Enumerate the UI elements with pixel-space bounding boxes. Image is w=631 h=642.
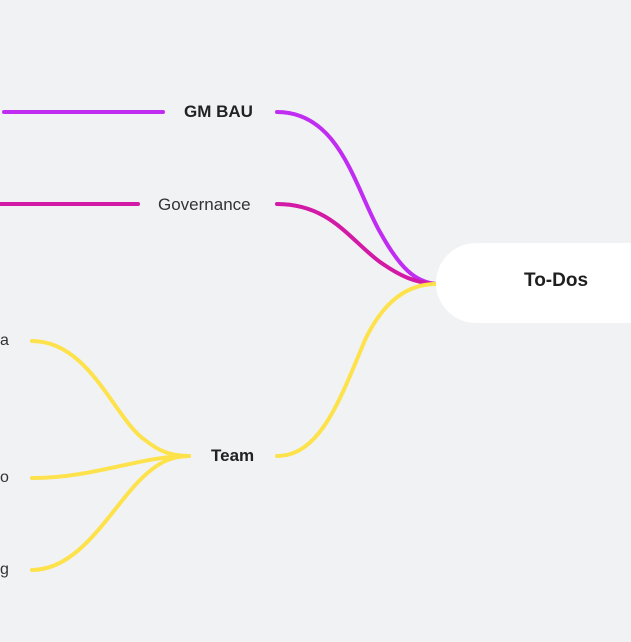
- team-child-node-1[interactable]: a: [0, 332, 9, 349]
- root-node-label: To-Dos: [524, 270, 589, 291]
- root-node-to-dos[interactable]: To-Dos: [436, 243, 631, 323]
- connector-team-child-3: [30, 454, 191, 572]
- branch-node-gm-bau[interactable]: GM BAU: [184, 102, 253, 121]
- connector-gm-bau-to-root: [275, 110, 438, 286]
- connector-governance-to-root: [275, 202, 438, 286]
- team-child-node-2[interactable]: o: [0, 469, 9, 486]
- connector-team-child-1: [30, 339, 191, 458]
- branch-node-governance[interactable]: Governance: [158, 195, 251, 214]
- connector-team-to-root: [275, 282, 438, 458]
- branch-node-team[interactable]: Team: [211, 446, 255, 465]
- team-child-node-3[interactable]: g: [0, 561, 9, 578]
